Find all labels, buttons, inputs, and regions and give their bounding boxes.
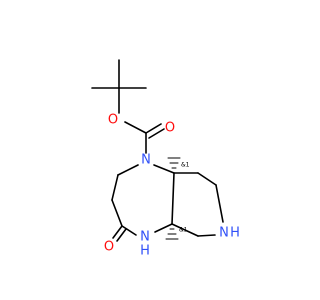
atom-lactam-nitrogen: N: [140, 230, 150, 245]
bond-boc-carbonyl-double-a: [145, 123, 162, 134]
bond-ch2-lactam-carbon: [111, 199, 123, 227]
bond-n-ch2-left: [117, 164, 139, 176]
atom-piperidine-nitrogen-hydrogen: H: [230, 226, 240, 241]
bond-pip-nh-lower: [197, 234, 216, 237]
bond-lactam-carbonyl-double-b: [116, 228, 127, 242]
stereo-hash-upper: [167, 157, 181, 169]
stereo-label-lower: &1: [179, 227, 188, 234]
atom-piperidine-nitrogen: N: [219, 226, 229, 241]
bond-ring-fusion: [171, 172, 175, 225]
bond-lactam-carbon-nitrogen: [121, 225, 137, 236]
bond-boc-carbonyl-double-b: [148, 128, 165, 139]
stereo-hash-lower: [165, 228, 179, 240]
bond-pip-upper-2: [197, 172, 217, 186]
bond-ester-oxygen-carbonyl: [124, 121, 147, 134]
bond-ch2-ch2: [111, 174, 119, 201]
atom-ester-oxygen: O: [108, 113, 118, 128]
stereo-label-upper: &1: [181, 162, 190, 169]
structure-canvas: O O N O N H N H &1 &1: [91, 59, 240, 259]
bond-lactam-carbonyl-double-a: [112, 225, 123, 239]
bond-boc-nitrogen-fusion: [153, 164, 175, 174]
atom-lactam-oxygen: O: [104, 240, 114, 255]
atom-boc-nitrogen: N: [141, 153, 151, 168]
bond-pip-right-down: [215, 184, 224, 223]
bond-lactam-nitrogen-fusion: [154, 223, 173, 233]
molecule-drawing: O O N O N H N H &1 &1: [91, 59, 240, 259]
atom-lactam-nitrogen-hydrogen: H: [140, 244, 150, 259]
atom-boc-carbonyl-oxygen: O: [165, 121, 175, 136]
bond-pip-lower-fusion: [171, 223, 199, 237]
